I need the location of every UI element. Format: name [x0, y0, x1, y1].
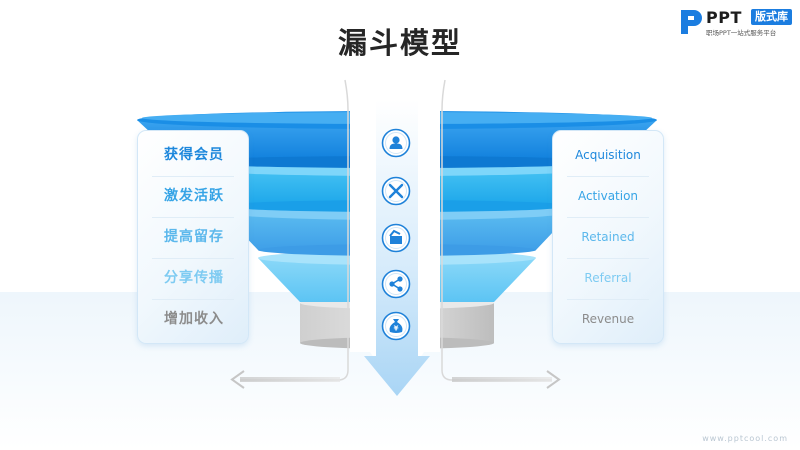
stage-icon-user: [381, 128, 411, 158]
stage-label-en: Acquisition: [575, 148, 641, 162]
stage-label-zh: 提高留存: [138, 217, 248, 258]
stage-icon-share: [381, 269, 411, 299]
chinese-labels-card: 获得会员 激发活跃 提高留存 分享传播 增加收入: [137, 130, 249, 344]
svg-text:¥: ¥: [394, 325, 399, 333]
stage-icon-box: [381, 223, 411, 253]
stage-label-en: Activation: [553, 176, 663, 217]
page-title: 漏斗模型: [337, 26, 462, 60]
brand-logo: PPT 版式库 职场PPT一站式服务平台: [678, 7, 796, 37]
stage-icon-money-bag: ¥: [381, 311, 411, 341]
stage-icon-tools: [381, 176, 411, 206]
logo-mark-icon: [681, 10, 702, 34]
logo-tagline: 职场PPT一站式服务平台: [706, 29, 777, 37]
stage-label-zh: 增加收入: [138, 299, 248, 340]
watermark: www.pptcool.com: [702, 434, 788, 443]
stage-label-zh: 激发活跃: [138, 176, 248, 217]
stage-label-en: Referral: [553, 258, 663, 299]
stage-label-en: Revenue: [553, 299, 663, 340]
stage-label-en: Retained: [553, 217, 663, 258]
stage-label-zh: 获得会员: [164, 147, 224, 163]
logo-badge: 版式库: [751, 9, 792, 25]
logo-brand: PPT: [706, 8, 742, 27]
floor-arrow-left: [230, 370, 340, 389]
english-labels-card: Acquisition Activation Retained Referral…: [552, 130, 664, 344]
floor-arrow-right: [452, 370, 561, 389]
stage-label-zh: 分享传播: [138, 258, 248, 299]
